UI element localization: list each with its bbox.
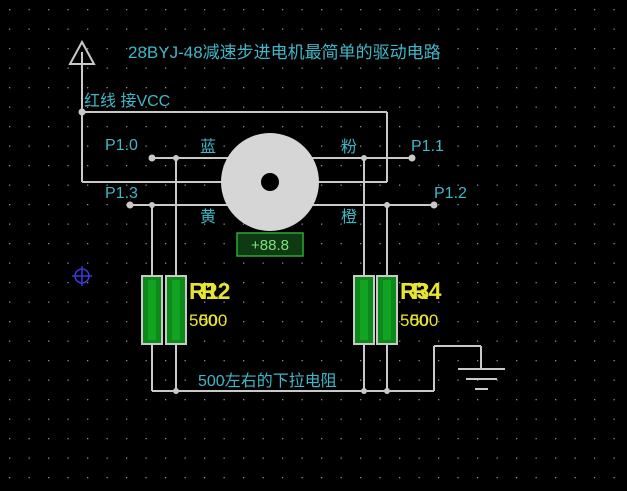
- value-r1: 500: [189, 311, 217, 330]
- origin-crosshair-icon: [72, 266, 92, 286]
- resistor-r4[interactable]: [376, 275, 398, 345]
- p10-wire[interactable]: [152, 157, 230, 278]
- junction-dot: [149, 202, 155, 208]
- motor-display: +88.8: [236, 232, 304, 257]
- junction-dot: [361, 155, 367, 161]
- value-r2: 500: [199, 311, 227, 330]
- junction-dot: [361, 388, 367, 394]
- junction-dot: [173, 388, 179, 394]
- value-r3: 500: [400, 311, 428, 330]
- ground-symbol[interactable]: [458, 368, 505, 390]
- wire-color-orange: 橙: [341, 208, 357, 226]
- p11-pin-dot[interactable]: [408, 154, 416, 162]
- pulldown-note: 500左右的下拉电阻: [198, 372, 337, 390]
- vcc-label: 红线 接VCC: [84, 92, 170, 110]
- junction-dot: [384, 388, 390, 394]
- p12-wire[interactable]: [312, 204, 434, 278]
- junction-dot: [173, 155, 179, 161]
- ref-r4: R4: [412, 278, 442, 304]
- vcc-junction-dot: [78, 108, 86, 116]
- pin-label-p11: P1.1: [411, 138, 444, 155]
- ref-r1: R1: [189, 278, 219, 304]
- value-r4: 500: [410, 311, 438, 330]
- pin-label-p10: P1.0: [105, 137, 138, 154]
- pin-label-p12: P1.2: [434, 185, 467, 202]
- resistor-r2[interactable]: [165, 275, 187, 345]
- p12-pin-dot[interactable]: [430, 201, 438, 209]
- wire-color-blue: 蓝: [200, 138, 216, 156]
- p13-wire[interactable]: [130, 204, 228, 278]
- vcc-terminal[interactable]: [68, 39, 96, 112]
- resistor-r3[interactable]: [353, 275, 375, 345]
- wire-color-pink: 粉: [341, 138, 357, 156]
- stepper-motor[interactable]: [221, 133, 319, 231]
- ref-r2: R2: [201, 278, 230, 304]
- schematic-title: 28BYJ-48减速步进电机最简单的驱动电路: [128, 43, 441, 62]
- ref-r3: R3: [400, 278, 429, 304]
- wire-color-yellow: 黄: [200, 208, 216, 226]
- p13-pin-dot[interactable]: [126, 201, 134, 209]
- p10-pin-dot[interactable]: [148, 154, 156, 162]
- resistor-r1[interactable]: [141, 275, 163, 345]
- motor-display-value: +88.8: [251, 237, 289, 254]
- pin-label-p13: P1.3: [105, 185, 138, 202]
- junction-dot: [384, 202, 390, 208]
